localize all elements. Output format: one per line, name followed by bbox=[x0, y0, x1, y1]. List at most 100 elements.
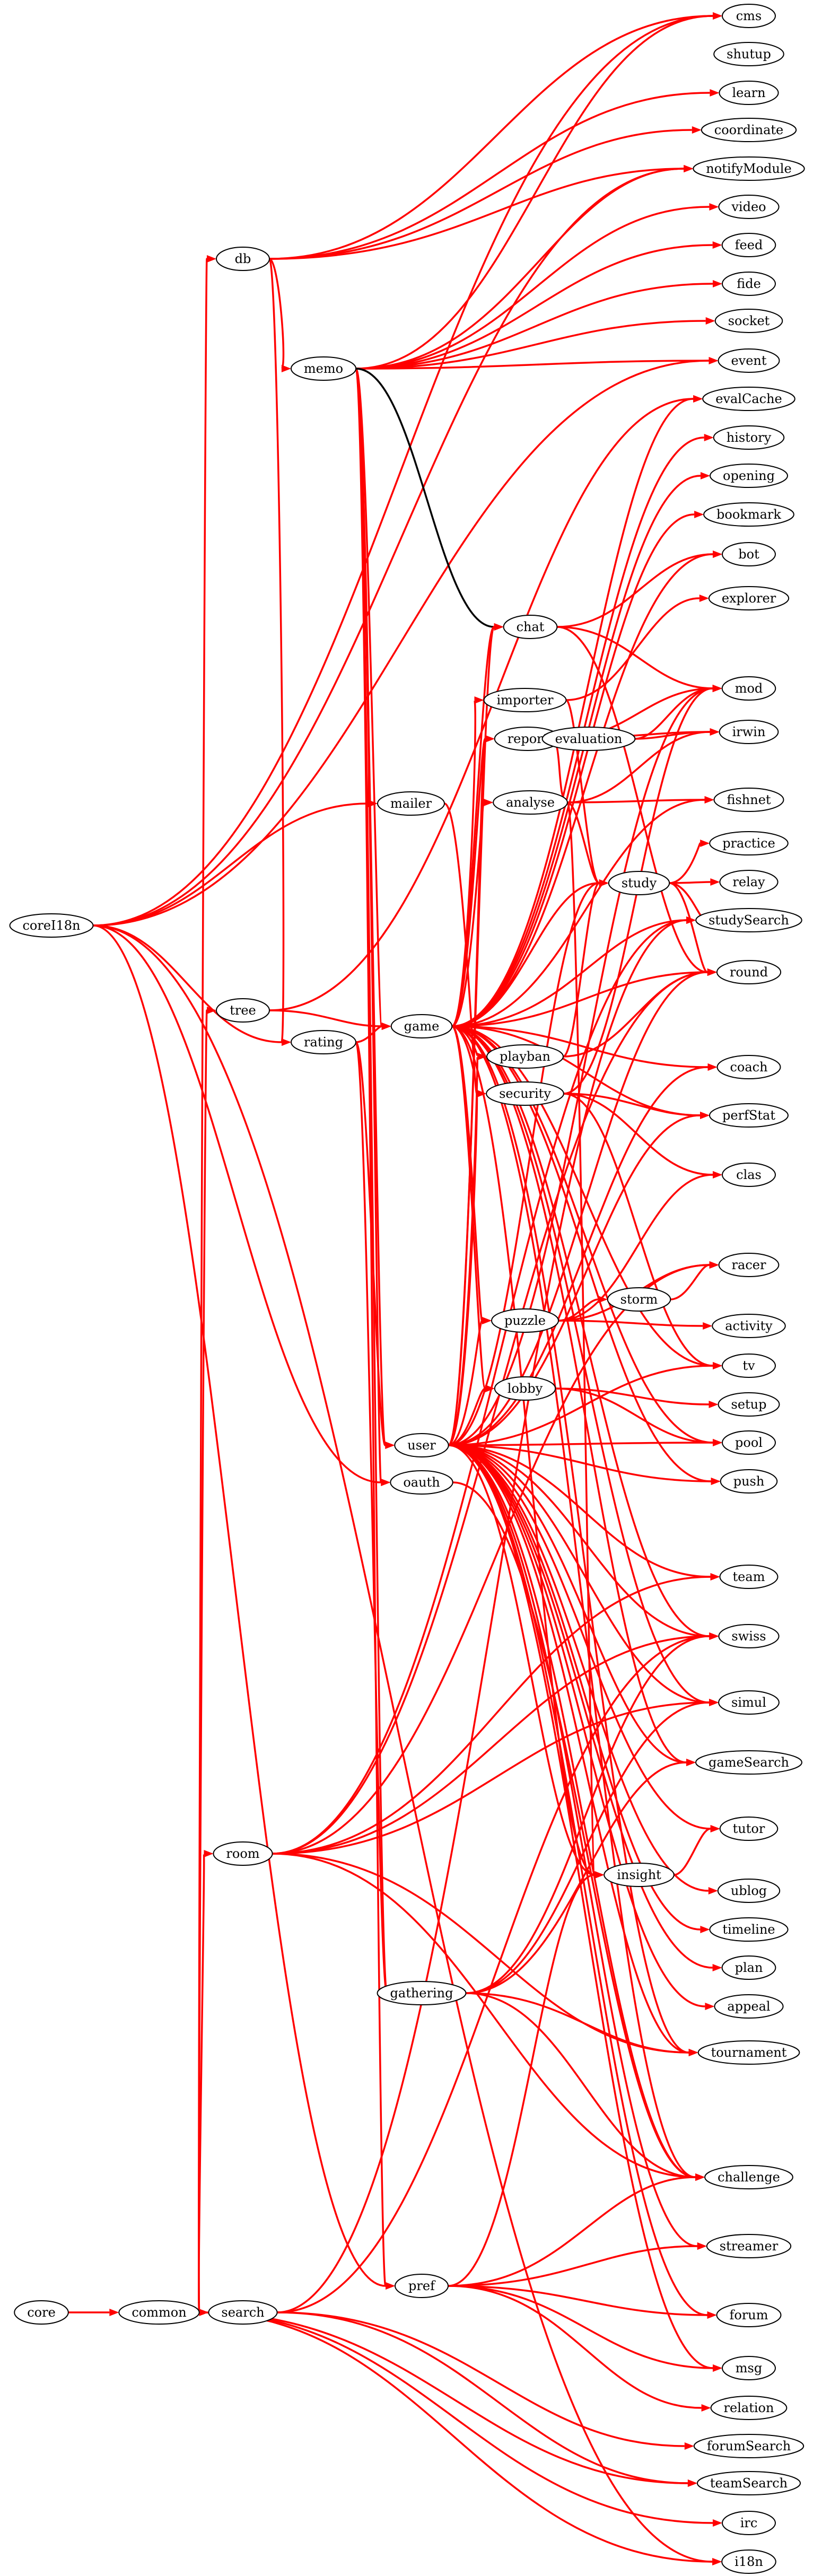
edge-memo-to-fide bbox=[356, 283, 713, 370]
edge-coreI18n-to-event bbox=[93, 360, 709, 927]
node-coordinate: coordinate bbox=[701, 118, 797, 142]
edge-gathering-to-simul bbox=[466, 1701, 710, 1994]
edge-user-to-round bbox=[448, 971, 707, 1446]
node-user-label: user bbox=[407, 1438, 436, 1453]
edge-search-to-teamSearch bbox=[277, 2311, 688, 2484]
node-bookmark-label: bookmark bbox=[716, 507, 781, 522]
node-simul: simul bbox=[718, 1690, 780, 1715]
node-cms: cms bbox=[722, 4, 776, 28]
node-security-label: security bbox=[499, 1086, 551, 1101]
edge-security-to-tv bbox=[563, 1093, 713, 1367]
edge-common-to-teamSearch bbox=[199, 2311, 688, 2484]
node-fishnet-shape bbox=[713, 788, 784, 812]
arrowhead-memo-to-video bbox=[709, 203, 719, 211]
node-fide-label: fide bbox=[737, 276, 761, 291]
arrowhead-user-to-ublog bbox=[708, 1887, 718, 1894]
node-tree-shape bbox=[216, 998, 270, 1023]
edge-coreI18n-to-cms bbox=[93, 15, 713, 927]
edge-user-to-pool bbox=[448, 1442, 713, 1446]
arrowhead-game-to-evalCache bbox=[693, 395, 703, 403]
edge-db-to-coordinate bbox=[269, 129, 692, 260]
node-activity-label: activity bbox=[725, 1318, 773, 1333]
node-opening: opening bbox=[710, 464, 788, 488]
arrowhead-user-to-plan bbox=[712, 1964, 722, 1971]
node-plan: plan bbox=[721, 1955, 776, 1980]
node-gameSearch-shape bbox=[695, 1750, 802, 1775]
arrowhead-memo-to-oauth bbox=[381, 1479, 391, 1486]
node-teamSearch: teamSearch bbox=[696, 2471, 801, 2495]
edge-gathering-to-swiss bbox=[466, 1635, 710, 1994]
arrowhead-common-to-room bbox=[204, 1850, 214, 1857]
arrowhead-search-to-forumSearch bbox=[684, 2442, 694, 2450]
arrowhead-common-to-i18n bbox=[712, 2558, 722, 2565]
node-studySearch: studySearch bbox=[695, 908, 802, 932]
node-mailer-label: mailer bbox=[390, 796, 432, 811]
edge-game-to-study bbox=[452, 882, 599, 1027]
node-activity-shape bbox=[712, 1314, 786, 1338]
node-evaluation-label: evaluation bbox=[555, 731, 623, 746]
edge-coreI18n-to-i18n bbox=[93, 924, 713, 2563]
node-pool: pool bbox=[722, 1430, 776, 1455]
node-plan-label: plan bbox=[735, 1960, 763, 1975]
arrowhead-lobby-to-setup bbox=[709, 1401, 719, 1408]
node-push: push bbox=[720, 1469, 778, 1494]
arrowhead-room-to-racer bbox=[709, 1261, 719, 1269]
arrowhead-db-to-memo bbox=[281, 365, 291, 372]
node-core-label: core bbox=[27, 2305, 56, 2320]
node-msg: msg bbox=[722, 2356, 776, 2380]
edge-tree-to-game bbox=[269, 1009, 382, 1027]
node-irwin-label: irwin bbox=[732, 724, 766, 739]
node-practice-label: practice bbox=[722, 836, 775, 851]
node-irc-shape bbox=[722, 2511, 776, 2535]
node-evaluation: evaluation bbox=[541, 727, 636, 751]
arrowhead-user-to-mod bbox=[712, 685, 722, 692]
edge-game-to-swiss bbox=[452, 1025, 710, 1637]
edge-common-to-room bbox=[198, 1853, 205, 2313]
node-coach: coach bbox=[716, 1055, 781, 1079]
edge-memo-to-feed bbox=[356, 244, 713, 370]
node-perfStat: perfStat bbox=[709, 1103, 789, 1128]
arrowhead-puzzle-to-activity bbox=[703, 1322, 713, 1330]
node-oauth: oauth bbox=[390, 1470, 453, 1495]
arrowhead-user-to-lobby bbox=[485, 1385, 495, 1392]
node-swiss-label: swiss bbox=[731, 1629, 766, 1644]
node-studySearch-label: studySearch bbox=[709, 913, 789, 928]
node-coreI18n-label: coreI18n bbox=[22, 918, 80, 933]
node-feed-label: feed bbox=[735, 238, 763, 252]
node-chat-label: chat bbox=[517, 619, 545, 634]
node-appeal: appeal bbox=[714, 1994, 784, 2019]
arrowhead-rating-to-user bbox=[385, 1442, 395, 1449]
node-report-label: report bbox=[508, 731, 548, 746]
node-fide: fide bbox=[722, 272, 776, 296]
node-pref: pref bbox=[395, 2274, 449, 2298]
node-memo: memo bbox=[290, 356, 357, 381]
node-swiss: swiss bbox=[718, 1624, 780, 1648]
node-search: search bbox=[208, 2300, 278, 2325]
node-relation: relation bbox=[710, 2396, 788, 2420]
arrowhead-room-to-round bbox=[707, 968, 717, 976]
edge-game-to-report bbox=[451, 738, 486, 1027]
node-round-label: round bbox=[730, 965, 768, 980]
edge-room-to-round bbox=[272, 971, 707, 1855]
node-cms-shape bbox=[722, 4, 776, 28]
arrowhead-user-to-chat bbox=[494, 623, 504, 631]
node-forumSearch-shape bbox=[693, 2434, 804, 2458]
node-common-shape bbox=[118, 2300, 200, 2325]
node-explorer-label: explorer bbox=[722, 591, 776, 606]
node-coreI18n: coreI18n bbox=[9, 913, 94, 938]
arrowhead-common-to-irc bbox=[713, 2519, 722, 2527]
arrowhead-pref-to-insight bbox=[594, 1871, 605, 1879]
node-study-label: study bbox=[622, 876, 657, 890]
edge-user-to-tv bbox=[448, 1365, 713, 1446]
edge-gathering-to-challenge bbox=[466, 1992, 696, 2178]
node-tutor-shape bbox=[719, 1817, 779, 1841]
node-history: history bbox=[713, 425, 785, 450]
edge-user-to-swiss bbox=[448, 1444, 710, 1637]
edge-game-to-bookmark bbox=[452, 513, 695, 1027]
node-pref-shape bbox=[395, 2274, 449, 2298]
edge-room-to-simul bbox=[272, 1701, 710, 1855]
node-history-shape bbox=[713, 425, 785, 450]
node-oauth-label: oauth bbox=[403, 1475, 440, 1490]
node-puzzle-shape bbox=[491, 1308, 559, 1333]
node-history-label: history bbox=[727, 430, 772, 445]
